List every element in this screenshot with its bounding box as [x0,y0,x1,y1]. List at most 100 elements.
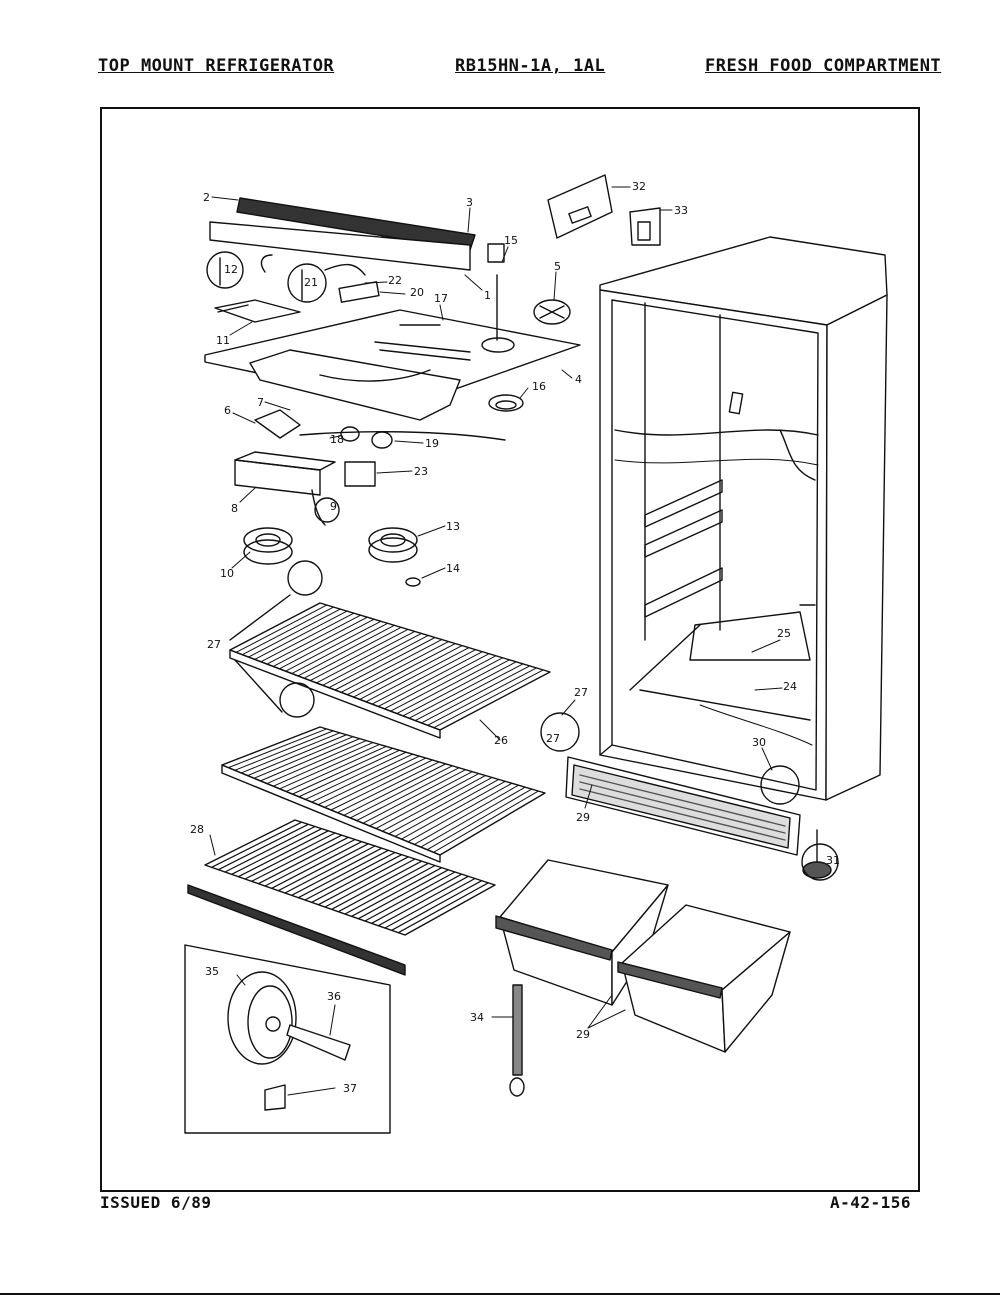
shelf-wire [420,786,526,848]
shelf-wire [371,873,463,924]
callout-label: 11 [216,334,230,347]
callout-label: 34 [470,1011,484,1024]
callout-label: 2 [203,191,210,204]
inset-box [184,944,391,1134]
shelf-wire [375,773,480,830]
shelf-wire [291,847,383,896]
shelf-wire [240,732,341,774]
shelf-wire [420,665,531,724]
footer-issue-date: ISSUED 6/89 [100,1193,212,1212]
callout-label: 23 [414,465,428,478]
callout-label: 28 [190,823,204,836]
callout-label: 8 [231,502,238,515]
callout-labels: 2 3 1 15 5 4 16 17 20 22 11 12 21 6 7 18… [190,180,840,1095]
callout-label: 7 [257,396,264,409]
shelf-wire [336,761,440,814]
shelf-wire [357,869,449,920]
callout-label: 3 [466,196,473,209]
shelf-wire [264,838,356,887]
hinge-parts [547,174,661,246]
shelf-wire [284,845,376,894]
shelf-wire [271,841,363,889]
cabinet-liner [599,236,888,801]
shelf-wire [365,647,470,703]
shelf-wire [328,634,429,689]
upper-shelf [229,602,551,739]
shelf-wire [402,659,510,717]
shelf-wire [356,767,460,822]
callout-label: 21 [304,276,318,289]
shelf-wire [396,657,504,715]
shelf-wire [272,616,368,667]
shelf-wire [426,788,533,851]
shelf-wire [304,751,407,800]
callout-label: 30 [752,736,766,749]
shelf-wire [211,821,303,868]
callout-label: 18 [330,433,344,446]
callout-label: 4 [575,373,582,386]
shelf-wire [414,663,524,722]
shelf-wire [343,763,447,816]
callout-label: 27 [574,686,588,699]
diagram-frame [100,107,920,1192]
shelf-wire [298,749,400,798]
shelf-wire [433,669,544,729]
shelf-wire [315,630,416,684]
shelf-wire [394,778,500,837]
shelf-wire [257,836,349,885]
shelf-wire [234,730,334,771]
shelf-wire [368,771,473,827]
callout-label: 19 [425,437,439,450]
shelf-wire [330,759,433,811]
shelf-wire [351,867,443,917]
shelf-wire [408,661,517,719]
callout-label: 31 [826,854,840,867]
shelf-wire [317,755,420,806]
shelf-wire [391,880,483,931]
shelf-wire [359,645,463,700]
shelf-wire [377,875,469,927]
footer-part-number: A-42-156 [830,1193,912,1212]
shelf-wire [427,667,537,726]
shelf-wire [297,849,389,899]
lower-shelf [221,726,546,863]
shelf-wire [224,825,316,873]
callout-label: 14 [446,562,460,575]
shelf-supports [229,560,800,805]
shelf-wire [377,651,483,707]
shelf-wire [253,736,354,779]
page-bottom-rule [0,1293,1000,1295]
shelf-wire [311,854,403,903]
shelf-wire [241,606,335,656]
header-model: RB15HN-1A, 1AL [455,56,606,76]
shelf-wire [388,776,493,835]
callout-label: 27 [546,732,560,745]
shelf-wire [390,655,497,712]
shelf-wire [311,753,414,803]
leveling-leg [801,829,839,881]
shelf-wire [266,614,362,665]
callout-label: 37 [343,1082,357,1095]
shelf-wire [304,851,396,901]
callout-label: 36 [327,990,341,1003]
callout-label: 6 [224,404,231,417]
shelf-wire [277,843,369,892]
shelf-wire [292,747,394,795]
shelf-wire [303,626,402,679]
shelf-wire [397,882,489,934]
callout-label: 20 [410,286,424,299]
shelf-wire [317,856,409,906]
callout-label: 5 [554,260,561,273]
shelf-wire [279,743,381,790]
shelf-wire [259,738,361,782]
shelf-wire [227,728,328,769]
callout-label: 32 [632,180,646,193]
shelf-wire [353,643,456,698]
shelf-wire [324,757,427,808]
shelf-wire [285,620,382,672]
callout-label: 17 [434,292,448,305]
header-title: TOP MOUNT REFRIGERATOR [98,56,335,76]
callout-label: 15 [504,234,518,247]
shelf-wire [244,832,336,880]
shelf-wire [278,618,375,670]
